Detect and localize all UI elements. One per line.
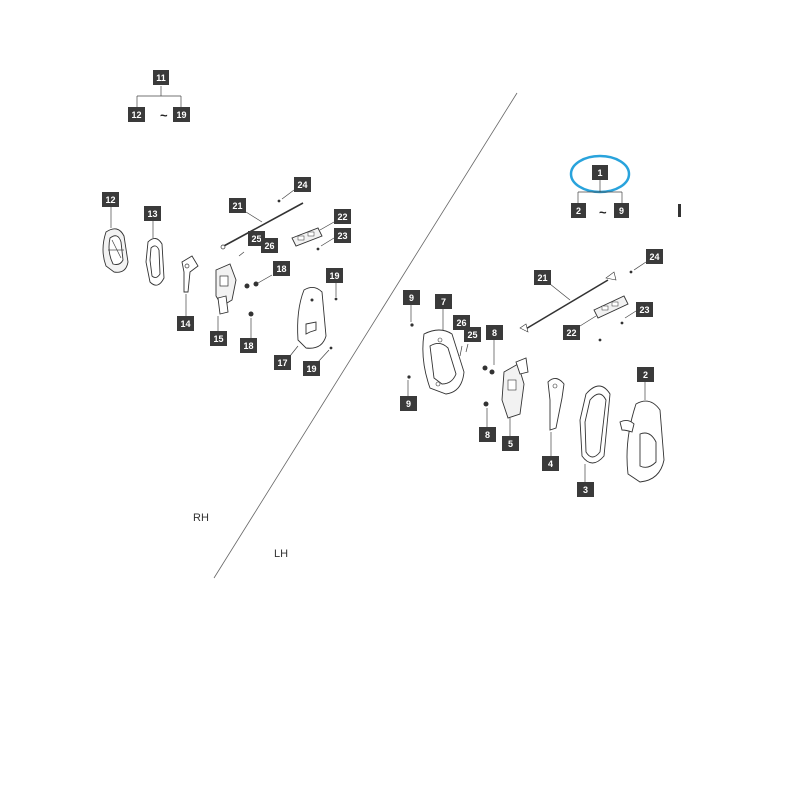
callout-12-header[interactable]: 12 <box>128 107 145 122</box>
callout-19-header[interactable]: 19 <box>173 107 190 122</box>
callout-17[interactable]: 17 <box>274 355 291 370</box>
callout-26-rh[interactable]: 26 <box>261 238 278 253</box>
svg-text:9: 9 <box>619 206 624 216</box>
callout-12[interactable]: 12 <box>102 192 119 207</box>
part-14-lever <box>181 255 199 293</box>
part-15-latch <box>215 263 237 315</box>
svg-text:2: 2 <box>643 370 648 380</box>
part-18-screws-upper <box>244 274 273 289</box>
svg-text:21: 21 <box>537 273 547 283</box>
side-label-lh: LH <box>274 548 288 560</box>
callout-4[interactable]: 4 <box>542 456 559 471</box>
callout-18-lower[interactable]: 18 <box>240 338 257 353</box>
range-tilde-lh: ~ <box>599 205 607 220</box>
callout-1[interactable]: 1 <box>592 165 608 180</box>
callout-9-upper[interactable]: 9 <box>403 290 420 305</box>
callout-11[interactable]: 11 <box>153 70 169 85</box>
svg-text:18: 18 <box>243 341 253 351</box>
svg-text:21: 21 <box>232 201 242 211</box>
callout-15[interactable]: 15 <box>210 331 227 346</box>
svg-text:1: 1 <box>597 168 602 178</box>
svg-text:9: 9 <box>406 399 411 409</box>
part-12-housing <box>102 228 129 273</box>
svg-text:26: 26 <box>264 241 274 251</box>
callout-9-header[interactable]: 9 <box>614 203 629 218</box>
svg-text:12: 12 <box>105 195 115 205</box>
svg-text:5: 5 <box>508 439 513 449</box>
callout-21-rh[interactable]: 21 <box>229 198 246 213</box>
svg-text:14: 14 <box>180 319 190 329</box>
callout-22-rh[interactable]: 22 <box>334 209 351 224</box>
divider-line <box>213 92 518 579</box>
svg-text:9: 9 <box>409 293 414 303</box>
svg-text:23: 23 <box>337 231 347 241</box>
svg-text:8: 8 <box>485 430 490 440</box>
side-label-rh: RH <box>193 512 209 524</box>
svg-text:19: 19 <box>329 271 339 281</box>
svg-text:23: 23 <box>639 305 649 315</box>
part-17-cover <box>297 287 327 349</box>
part-22-bracket-lh <box>593 295 629 319</box>
callout-5[interactable]: 5 <box>502 436 519 451</box>
svg-text:19: 19 <box>176 110 186 120</box>
callout-2[interactable]: 2 <box>637 367 654 382</box>
callout-26-lh[interactable]: 26 <box>453 315 470 330</box>
part-21-rod-lh <box>519 271 617 333</box>
svg-text:22: 22 <box>566 328 576 338</box>
callout-18-upper[interactable]: 18 <box>273 261 290 276</box>
svg-text:17: 17 <box>277 358 287 368</box>
callout-13[interactable]: 13 <box>144 206 161 221</box>
svg-text:19: 19 <box>306 364 316 374</box>
svg-text:11: 11 <box>156 73 166 83</box>
callout-7[interactable]: 7 <box>435 294 452 309</box>
part-4-lever <box>547 378 565 431</box>
svg-text:18: 18 <box>276 264 286 274</box>
part-8-screws <box>482 365 495 407</box>
svg-text:25: 25 <box>251 234 261 244</box>
callout-3[interactable]: 3 <box>577 482 594 497</box>
callout-21-lh[interactable]: 21 <box>534 270 551 285</box>
svg-text:24: 24 <box>297 180 307 190</box>
range-tilde-rh: ~ <box>160 108 168 123</box>
svg-text:24: 24 <box>649 252 659 262</box>
callout-8-upper[interactable]: 8 <box>486 325 503 340</box>
svg-text:13: 13 <box>147 209 157 219</box>
callout-2-header[interactable]: 2 <box>571 203 586 218</box>
part-3-gasket <box>579 385 611 464</box>
part-5-latch <box>501 357 529 419</box>
svg-text:4: 4 <box>548 459 553 469</box>
callout-23-rh[interactable]: 23 <box>334 228 351 243</box>
part-7-housing <box>422 329 465 395</box>
callout-19-lower[interactable]: 19 <box>303 361 320 376</box>
callout-8-lower[interactable]: 8 <box>479 427 496 442</box>
callout-9-lower[interactable]: 9 <box>400 396 417 411</box>
svg-text:3: 3 <box>583 485 588 495</box>
svg-text:2: 2 <box>576 206 581 216</box>
callout-23-lh[interactable]: 23 <box>636 302 653 317</box>
callout-24-lh[interactable]: 24 <box>646 249 663 264</box>
svg-text:25: 25 <box>467 330 477 340</box>
svg-text:7: 7 <box>441 297 446 307</box>
callout-22-lh[interactable]: 22 <box>563 325 580 340</box>
callout-19-upper[interactable]: 19 <box>326 268 343 283</box>
group-header-rh: ~ <box>136 86 182 123</box>
part-2-handle <box>619 400 665 483</box>
callout-14[interactable]: 14 <box>177 316 194 331</box>
callout-25-rh[interactable]: 25 <box>248 231 265 246</box>
group-header-lh: ~ <box>577 180 681 220</box>
svg-text:15: 15 <box>213 334 223 344</box>
callout-24-rh[interactable]: 24 <box>294 177 311 192</box>
svg-text:8: 8 <box>492 328 497 338</box>
part-18-screw-lower <box>248 311 254 338</box>
part-21-rod <box>220 202 304 250</box>
callout-25-lh[interactable]: 25 <box>464 327 481 342</box>
svg-text:22: 22 <box>337 212 347 222</box>
svg-text:26: 26 <box>456 318 466 328</box>
part-22-bracket <box>291 227 323 247</box>
svg-text:12: 12 <box>131 110 141 120</box>
part-13-gasket <box>145 238 165 286</box>
